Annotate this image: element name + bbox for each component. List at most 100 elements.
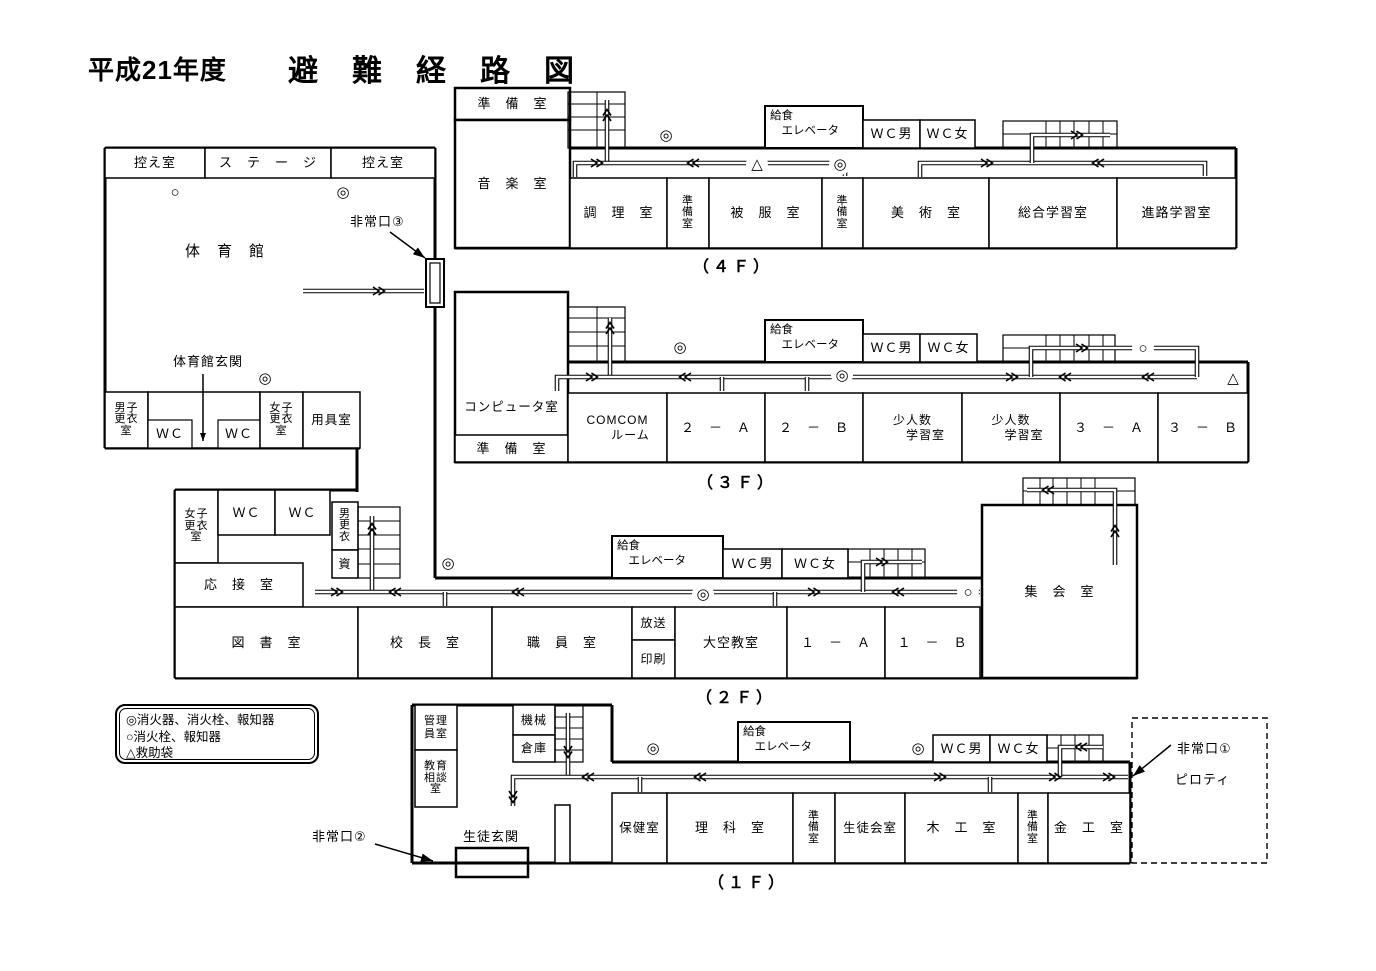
room-box: [932, 734, 991, 763]
fire-equipment-symbol: ◎: [642, 737, 664, 759]
annotation-label: 非常口②: [312, 829, 367, 844]
route-arrow-icon: [508, 790, 518, 804]
room-label: 保健室: [619, 820, 660, 835]
room-label: ＷＣ女: [997, 740, 1040, 756]
route-arrow-icon: [1070, 130, 1084, 140]
room-box: [961, 392, 1061, 463]
room-box: [174, 489, 219, 564]
room-label: 総合学習室: [1017, 205, 1088, 221]
room-box: [904, 792, 1019, 864]
room-box: [147, 419, 193, 449]
room-label: 男 更 衣: [339, 507, 351, 543]
room-box: [674, 606, 788, 679]
room-box: [569, 177, 668, 249]
fire-equipment-symbol: ◎: [669, 336, 691, 358]
room-label: 美 術 室: [890, 205, 961, 221]
room-box: [764, 392, 864, 463]
room-box: [357, 606, 493, 679]
room-box: [862, 392, 963, 463]
route-arrow-icon: [605, 321, 615, 335]
room-box: [764, 105, 864, 149]
room-box: [453, 290, 570, 464]
room-label: 資: [338, 556, 352, 571]
room-label: ス テ ー ジ: [218, 155, 317, 171]
room-label: １ － Ａ: [800, 634, 871, 650]
room-label: 給食 エレベータ: [617, 540, 686, 567]
room-label: ＷＣ男: [731, 555, 774, 571]
room-label: 大空教室: [702, 634, 759, 650]
evacuation-route-line: [555, 375, 1197, 391]
room-label: 倉庫: [520, 741, 547, 756]
room-box: [786, 606, 886, 679]
annotation-label: 体 育 館: [185, 243, 266, 260]
room-label: 控え室: [133, 155, 176, 171]
room-box: [259, 391, 304, 449]
fire-equipment-symbol: ◎: [655, 124, 677, 146]
room-box: [274, 489, 331, 536]
room-label: 少人数 学習室: [892, 412, 945, 442]
page-title-year: 平成21年度: [88, 55, 227, 85]
room-label: 校 長 室: [389, 634, 460, 650]
room-label: ＷＣ男: [870, 126, 913, 142]
room-label: 準 備 室: [477, 96, 548, 112]
room-label: ＷＣ: [232, 504, 261, 520]
route-arrow-icon: [602, 108, 612, 122]
route-arrow-icon: [980, 158, 994, 168]
fire-equipment-symbol: △: [1222, 367, 1244, 389]
evacuation-route-line: [1027, 488, 1117, 565]
route-arrow-icon: [1091, 158, 1105, 168]
room-label: 職 員 室: [526, 634, 597, 650]
room-box: [567, 392, 668, 463]
room-label: 木 工 室: [926, 820, 997, 836]
room-box: [491, 606, 633, 679]
route-arrow-icon: [511, 587, 525, 597]
exit-arrow-icon: [412, 247, 425, 258]
room-label: コンピュータ室: [464, 399, 559, 414]
room-box: [631, 639, 676, 679]
route-arrow-icon: [1074, 742, 1088, 752]
room-box: [764, 319, 864, 363]
room-label: 女子 更衣 室: [184, 508, 209, 544]
room-box: [414, 704, 458, 751]
room-box: [919, 119, 976, 149]
fire-equipment-symbol: ◎: [437, 552, 459, 574]
annotation-label: ピロティ: [1175, 772, 1231, 787]
room-box: [453, 86, 572, 122]
route-arrow-icon: [807, 587, 821, 597]
room-box: [1116, 177, 1237, 249]
legend-line-extinguisher: ◎消火器、消火栓、報知器: [126, 713, 275, 727]
room-box: [454, 846, 530, 879]
route-arrow-icon: [933, 772, 947, 782]
room-box: [302, 391, 361, 449]
room-box: [884, 606, 981, 679]
room-label: 金 工 室: [1053, 820, 1124, 836]
room-box: [217, 489, 276, 536]
floor-caption: （２Ｆ）: [695, 690, 777, 707]
room-label: ２ － Ｂ: [778, 419, 849, 435]
room-box: [708, 177, 823, 249]
room-label: ＷＣ男: [940, 740, 983, 756]
room-box: [512, 704, 556, 736]
route-arrow-icon: [372, 286, 386, 296]
stairs-grid: [847, 548, 926, 579]
room-label: 給食 エレベータ: [770, 110, 839, 137]
room-box: [919, 333, 978, 363]
room-label: ＷＣ: [288, 504, 317, 520]
route-arrow-icon: [388, 587, 402, 597]
page-title-main: 避 難 経 路 図: [288, 55, 576, 88]
room-box: [1047, 792, 1131, 864]
room-label: 準 備 室: [476, 440, 547, 456]
room-box: [834, 792, 906, 864]
route-arrow-icon: [367, 522, 377, 536]
annotation-label: 体育館玄関: [173, 354, 244, 369]
room-label: ＷＣ: [224, 426, 253, 442]
route-arrow-icon: [678, 372, 692, 382]
evacuation-route-line: [1030, 133, 1110, 163]
room-label: 理 科 室: [694, 820, 765, 836]
room-label: ２ － Ａ: [680, 419, 751, 435]
annotation-label: 非常口①: [1177, 741, 1232, 756]
evacuation-route-line: [861, 560, 922, 592]
route-arrow-icon: [563, 745, 573, 759]
